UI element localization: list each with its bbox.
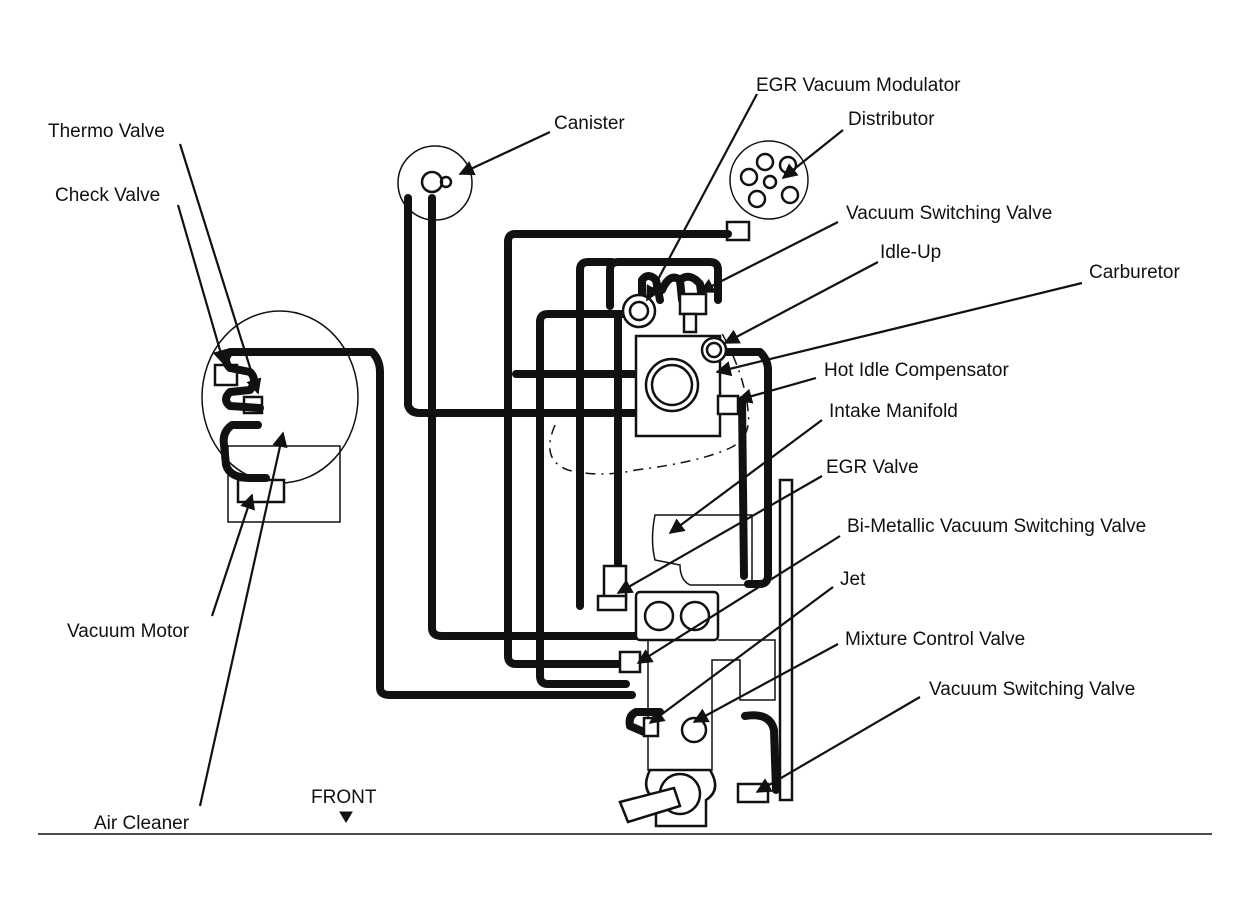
distributor-hole-4 — [762, 174, 778, 190]
label-check-valve: Check Valve — [55, 185, 160, 206]
leader-idle-up — [723, 261, 879, 344]
leader-check-valve — [176, 204, 228, 366]
egr-valve-base — [596, 594, 628, 612]
label-egr-valve: EGR Valve — [826, 457, 919, 478]
manifold-port-right — [679, 600, 711, 632]
leader-distributor — [781, 129, 844, 179]
hose-jet-loop — [625, 708, 664, 736]
label-canister: Canister — [554, 113, 625, 134]
distributor-assembly — [725, 140, 809, 242]
manifold-port-left — [643, 600, 675, 632]
air-cleaner-hose-lower — [219, 421, 270, 482]
lower-manifold-body — [647, 639, 776, 771]
leader-air-cleaner — [198, 431, 288, 807]
intake-manifold-body — [651, 514, 753, 586]
label-vacuum-motor: Vacuum Motor — [67, 621, 190, 642]
label-carburetor: Carburetor — [1089, 262, 1180, 283]
air-cleaner-assembly — [201, 310, 636, 699]
leader-carburetor — [715, 281, 1083, 377]
manifold-rail — [778, 478, 794, 802]
label-vsv-top: Vacuum Switching Valve — [846, 203, 1052, 224]
leader-egr-valve — [616, 475, 823, 594]
jet-part — [642, 716, 660, 738]
leader-intake-manifold — [668, 419, 823, 534]
label-hot-idle-compensator: Hot Idle Compensator — [824, 360, 1009, 381]
label-bimetallic-vsv: Bi-Metallic Vacuum Switching Valve — [847, 516, 1146, 537]
manifold-flange — [634, 590, 720, 642]
intake-manifold-outline — [549, 329, 750, 475]
vsv-top-stem — [682, 312, 698, 334]
label-idle-up: Idle-Up — [880, 242, 941, 263]
label-vsv-bottom: Vacuum Switching Valve — [929, 679, 1135, 700]
front-arrow-icon — [339, 811, 353, 823]
hose-outer-left — [536, 310, 644, 688]
carburetor-assembly — [621, 292, 740, 438]
leader-hot-idle-compensator — [736, 376, 817, 404]
air-cleaner-to-manifold-hose — [248, 348, 636, 699]
canister-assembly — [397, 145, 640, 640]
vsv-bottom-part — [736, 782, 770, 804]
leader-jet — [648, 586, 834, 724]
leader-thermo-valve — [178, 143, 262, 395]
label-distributor: Distributor — [848, 109, 935, 130]
intake-manifold-assembly — [596, 478, 794, 828]
egr-vacuum-modulator-part — [621, 293, 657, 329]
canister-hose-a — [404, 194, 640, 417]
label-egr-vacuum-modulator: EGR Vacuum Modulator — [756, 75, 961, 96]
idle-up-part — [700, 336, 728, 364]
distributor-hole-1 — [755, 152, 775, 172]
label-thermo-valve: Thermo Valve — [48, 121, 165, 142]
label-front: FRONT — [311, 787, 377, 808]
bimetallic-vsv-part — [618, 650, 642, 674]
label-jet: Jet — [840, 569, 866, 590]
leader-mixture-control-valve — [692, 643, 839, 723]
leader-canister — [458, 131, 551, 176]
leader-egr-vacuum-modulator — [646, 93, 758, 302]
distributor-hole-5 — [780, 185, 800, 205]
hose-upper-loop — [606, 258, 722, 310]
leader-vacuum-motor — [210, 493, 255, 617]
hot-idle-compensator-part — [716, 394, 740, 416]
hose-left-inner — [576, 258, 616, 610]
hose-distributor-loop — [504, 230, 732, 668]
canister-port-right — [439, 175, 453, 189]
hose-hic-down — [738, 396, 748, 580]
carburetor-throat-inner — [650, 363, 694, 407]
distributor-body — [729, 140, 809, 220]
egr-vacuum-modulator-inner — [628, 300, 650, 322]
labels: Thermo Valve Check Valve Canister EGR Va… — [48, 75, 1180, 834]
label-mixture-control-valve: Mixture Control Valve — [845, 629, 1025, 650]
vsv-top-part — [678, 292, 708, 316]
label-air-cleaner: Air Cleaner — [94, 813, 190, 834]
canister-hose-b — [428, 194, 640, 640]
distributor-hole-6 — [747, 189, 767, 209]
leader-vsv-bottom — [755, 696, 921, 793]
carburetor-throat-outer — [644, 357, 700, 413]
canister-port-left — [420, 170, 444, 194]
hose-lower-right — [741, 711, 780, 794]
hose-network — [504, 230, 780, 794]
label-intake-manifold: Intake Manifold — [829, 401, 958, 422]
vacuum-motor-body — [236, 478, 286, 504]
leader-bimetallic-vsv — [636, 535, 841, 664]
distributor-hole-3 — [739, 167, 759, 187]
leader-vsv-top — [698, 221, 839, 293]
leader-lines — [176, 93, 1083, 807]
idle-up-inner — [705, 341, 723, 359]
thermostat-pipe — [618, 786, 682, 824]
